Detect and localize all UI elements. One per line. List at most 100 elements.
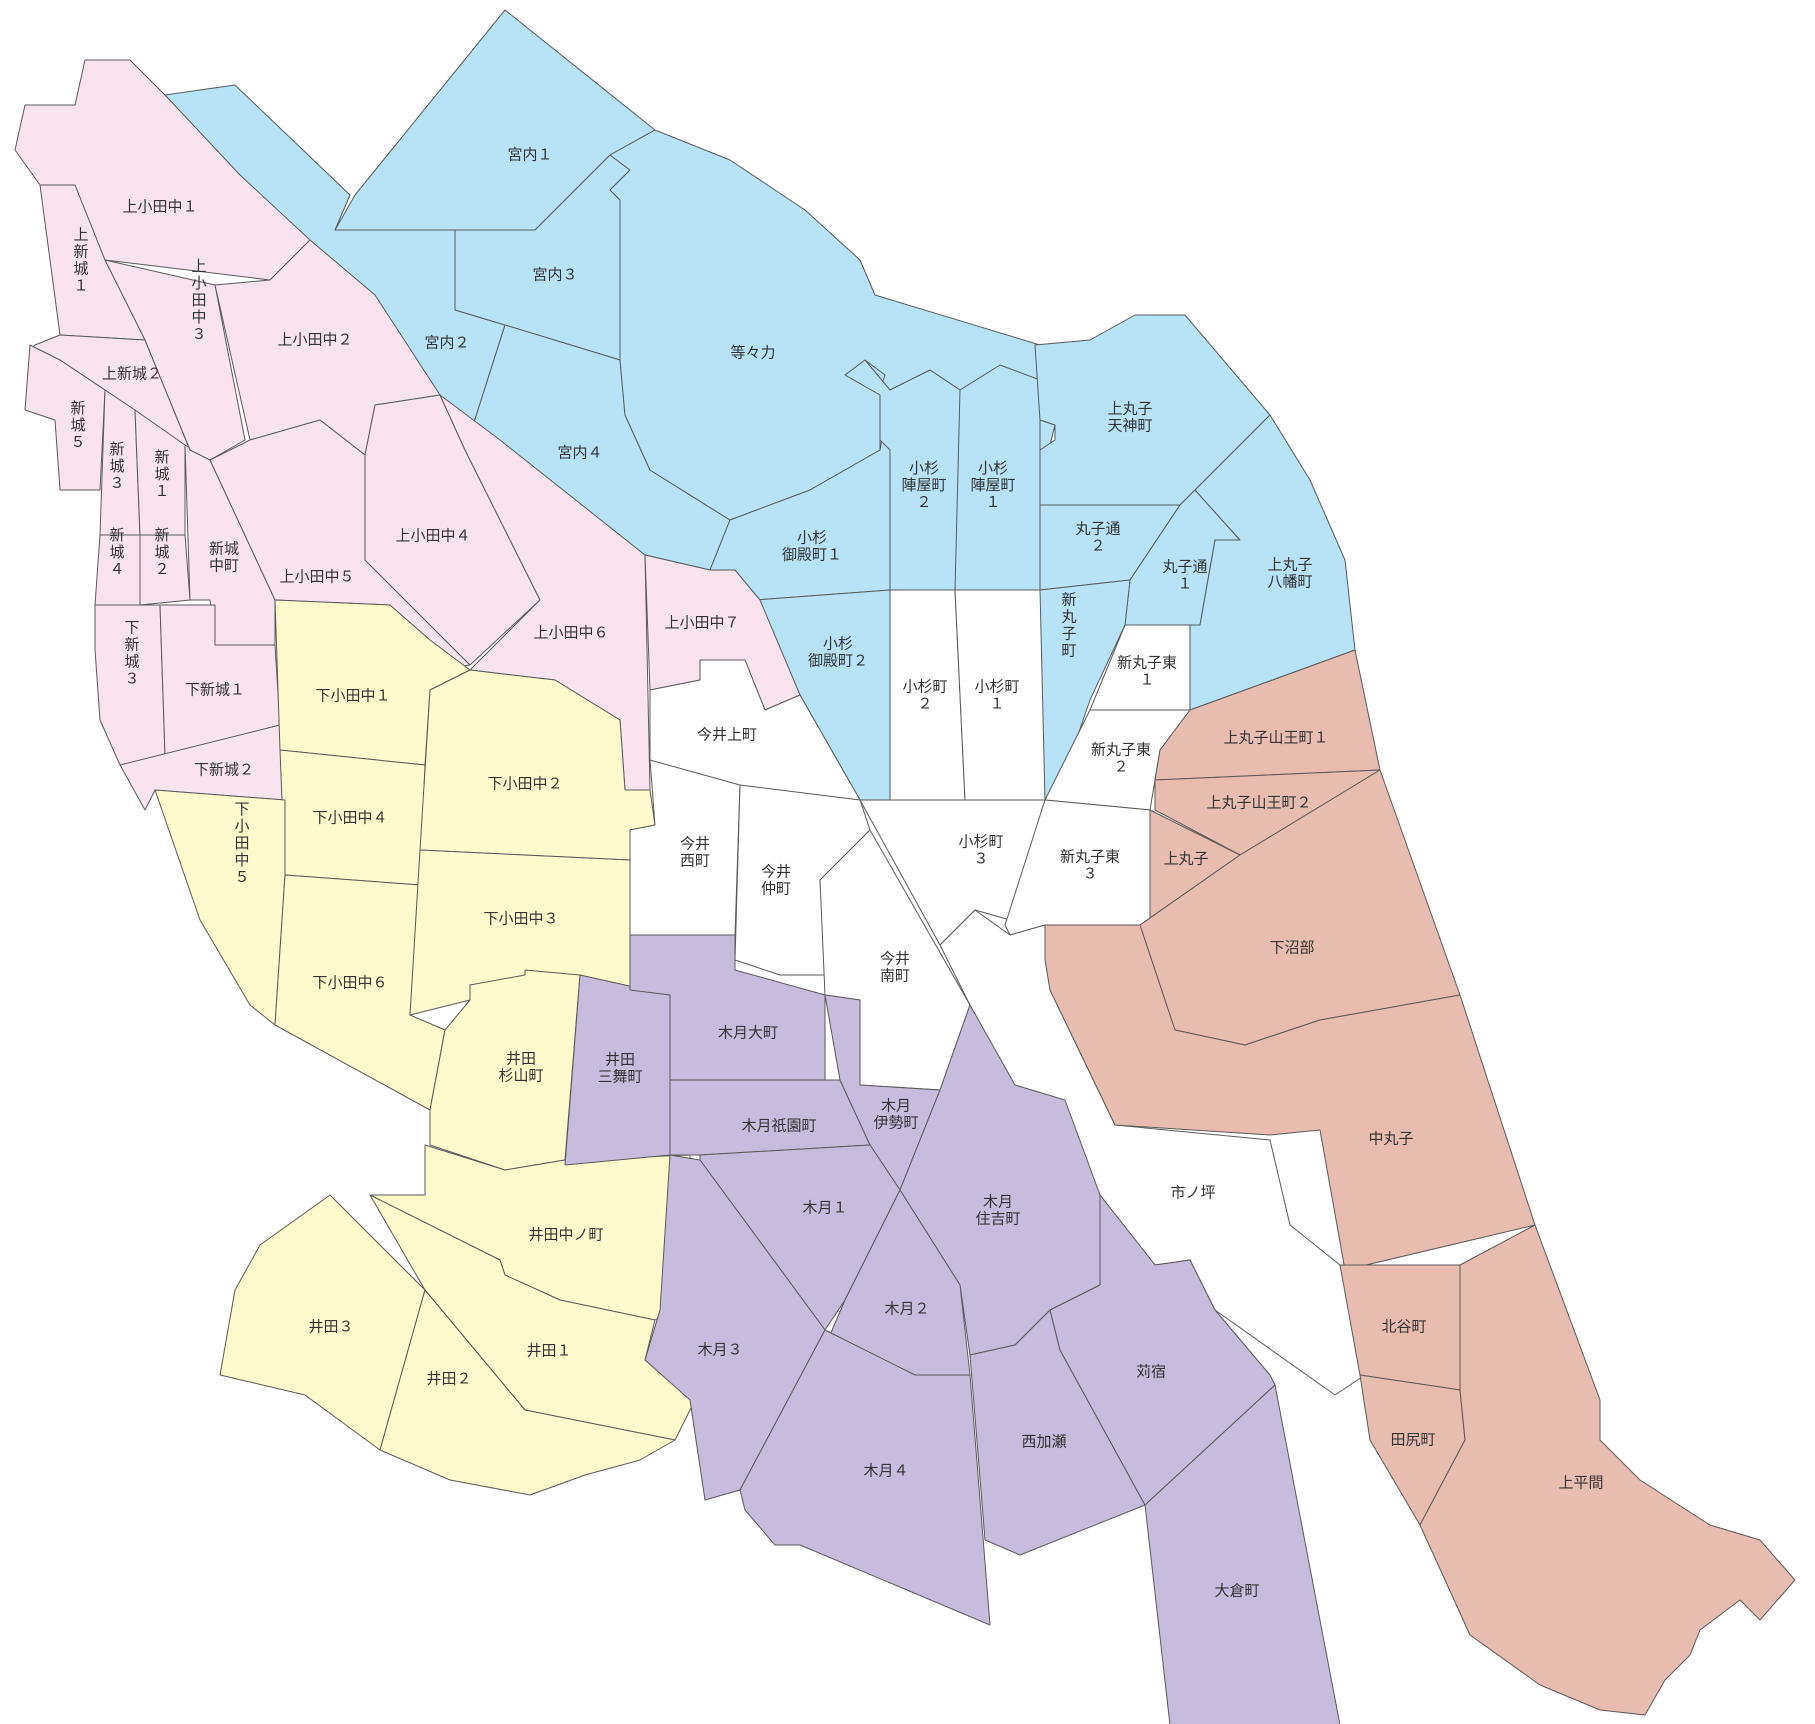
label-line: ２ [154, 560, 169, 578]
label-line: 城 [73, 259, 88, 277]
label-shinjo-naka: 新城中町 [209, 539, 239, 574]
label-ida3: 井田３ [308, 1318, 353, 1336]
district-shinjo5[interactable] [24, 344, 106, 491]
label-line: 新 [73, 242, 88, 260]
label-ida2: 井田２ [426, 1370, 471, 1388]
label-line: 今井 [680, 834, 710, 852]
label-kamikodanaka2: 上小田中２ [277, 331, 352, 349]
label-kamikodanaka6: 上小田中６ [533, 624, 608, 642]
district-shimokodanaka5[interactable] [154, 789, 286, 1026]
label-line: 杉山町 [498, 1066, 543, 1084]
salmon-region [1044, 649, 1796, 1716]
label-todoroki: 等々力 [730, 344, 775, 362]
label-line: １ [1177, 574, 1192, 592]
label-line: 中 [234, 851, 249, 869]
label-line: １ [985, 493, 1000, 511]
label-line: 丸子通 [1162, 557, 1207, 575]
label-line: 木月 [983, 1192, 1013, 1210]
district-ida2[interactable] [379, 1289, 676, 1496]
label-shinjo3: 新城３ [109, 440, 124, 492]
label-line: ３ [191, 325, 206, 343]
label-line: 上 [191, 257, 206, 275]
label-kizuki-omachi: 木月大町 [718, 1024, 778, 1042]
label-line: 住吉町 [975, 1209, 1020, 1227]
label-kosugi2: 小杉町２ [902, 677, 947, 712]
label-line: 小杉 [797, 528, 827, 546]
label-line: 新 [124, 635, 139, 653]
label-line: 下 [124, 618, 139, 636]
label-shimokodanaka6: 下小田中６ [312, 974, 387, 992]
label-kamikodanaka3: 上小田中３ [191, 257, 206, 343]
label-line: 西町 [680, 851, 710, 869]
district-kamihirama[interactable] [1419, 1224, 1796, 1716]
label-shinjo4: 新城４ [109, 526, 124, 578]
label-tajiricho: 田尻町 [1390, 1431, 1435, 1449]
district-okurayama[interactable] [1144, 1384, 1341, 1724]
yellow-region [154, 599, 696, 1496]
label-shinjo5: 新城５ [70, 399, 85, 451]
label-shinjo2: 新城２ [154, 526, 169, 578]
label-line: 伊勢町 [873, 1113, 918, 1131]
label-marukodori2: 丸子通２ [1075, 519, 1120, 554]
label-ida-sanmai: 井田三舞町 [597, 1050, 642, 1085]
label-line: 城 [124, 652, 139, 670]
label-kamikodanaka7: 上小田中７ [664, 614, 739, 632]
label-kizuki3: 木月３ [697, 1341, 742, 1359]
label-line: 御殿町１ [782, 545, 842, 563]
label-kamimaruko-sanno1: 上丸子山王町１ [1223, 729, 1328, 747]
label-line: 井田 [605, 1050, 635, 1068]
district-kojuku[interactable] [1049, 1194, 1276, 1506]
label-ida-sugiyama: 井田杉山町 [498, 1049, 543, 1084]
label-shinmaruko-higashi2: 新丸子東２ [1091, 740, 1151, 775]
label-shimonumabe: 下沼部 [1269, 939, 1314, 957]
label-line: ２ [1090, 536, 1105, 554]
label-line: １ [1139, 670, 1154, 688]
label-miyauchi4: 宮内４ [557, 444, 602, 462]
label-line: 上丸子 [1267, 555, 1312, 573]
district-kizuki4[interactable] [739, 1329, 991, 1626]
label-line: ５ [234, 868, 249, 886]
label-line: 城 [70, 416, 85, 434]
label-miyauchi2: 宮内２ [424, 334, 469, 352]
label-line: 今井 [761, 862, 791, 880]
label-line: 小杉 [823, 634, 853, 652]
label-nakamaruko: 中丸子 [1368, 1130, 1413, 1148]
label-shimokodanaka5: 下小田中５ [234, 800, 249, 886]
label-line: １ [73, 276, 88, 294]
label-line: 小 [191, 274, 206, 292]
label-line: 子 [1061, 624, 1076, 642]
label-kosugi1: 小杉町１ [974, 677, 1019, 712]
label-shinmaruko-higashi3: 新丸子東３ [1060, 847, 1120, 882]
label-line: 城 [154, 543, 169, 561]
label-line: 小杉町 [974, 677, 1019, 695]
label-imai-minami: 今井南町 [880, 949, 910, 984]
label-line: ２ [916, 493, 931, 511]
district-nakamaruko[interactable] [1044, 924, 1536, 1271]
label-shimokodanaka3: 下小田中３ [483, 910, 558, 928]
label-miyauchi1: 宮内１ [507, 146, 552, 164]
label-line: ５ [70, 433, 85, 451]
blue-region [164, 9, 1356, 831]
label-line: 田 [191, 291, 206, 309]
label-line: 城 [109, 543, 124, 561]
label-kosugi-goten1: 小杉御殿町１ [782, 528, 842, 563]
label-line: 三舞町 [597, 1067, 642, 1085]
label-kamimaruko-tenjin: 上丸子天神町 [1107, 399, 1152, 434]
label-kamikodanaka4: 上小田中４ [395, 527, 470, 545]
label-line: 新 [154, 526, 169, 544]
label-kosugi-jinya2: 小杉陣屋町２ [901, 459, 946, 511]
label-line: 中 [191, 308, 206, 326]
label-line: 御殿町２ [808, 651, 868, 669]
label-line: ３ [1082, 864, 1097, 882]
label-imai-kami: 今井上町 [697, 726, 757, 744]
label-shimokodanaka1: 下小田中１ [315, 687, 390, 705]
label-kamikodanaka1: 上小田中１ [122, 198, 197, 216]
pink-region [14, 59, 801, 811]
label-kamimaruko: 上丸子 [1163, 850, 1208, 868]
label-kamimaruko-hachiman: 上丸子八幡町 [1267, 555, 1312, 590]
label-line: 天神町 [1107, 416, 1152, 434]
label-line: 新 [109, 440, 124, 458]
purple-region [564, 934, 1341, 1724]
label-imai-naka: 今井仲町 [761, 862, 791, 897]
label-line: 小杉町 [958, 832, 1003, 850]
